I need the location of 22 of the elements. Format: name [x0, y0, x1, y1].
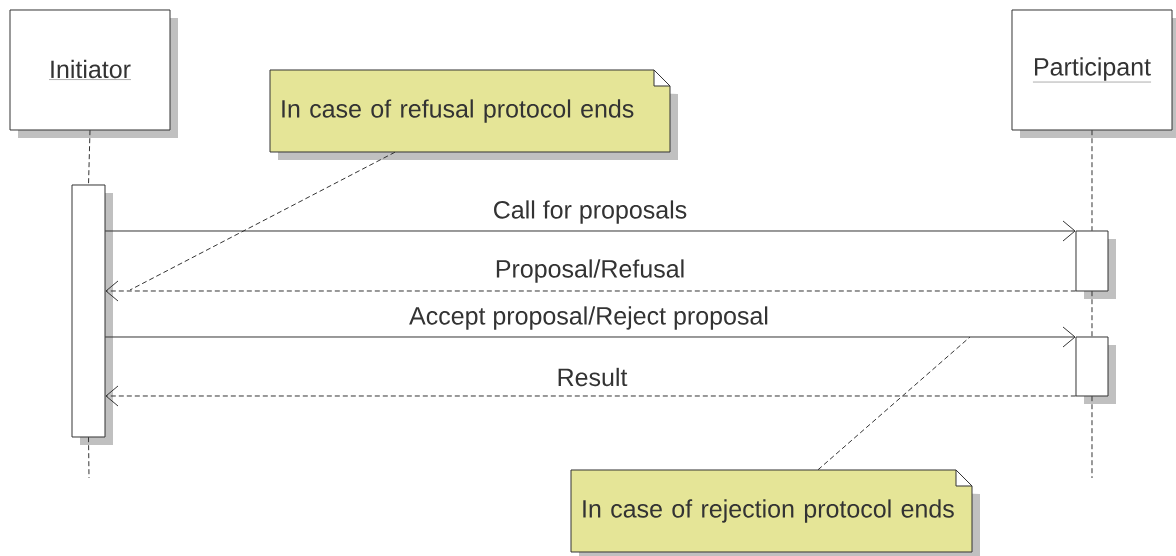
lifeline	[88, 129, 91, 186]
message-arrow	[105, 280, 1077, 302]
leader-line	[129, 151, 396, 291]
activation-bar	[71, 184, 113, 445]
lifeline	[1091, 129, 1093, 232]
note: In case of rejection protocol ends	[570, 469, 980, 556]
lifeline	[88, 436, 90, 479]
edge-label: Accept proposal/Reject proposal	[409, 306, 768, 330]
activation-bar	[1075, 230, 1116, 299]
edge-label: Result	[558, 367, 628, 387]
message-arrow	[105, 385, 1077, 407]
edge-label: Call for proposals	[494, 200, 687, 224]
lifeline	[1091, 290, 1093, 338]
activation-bar	[1075, 336, 1116, 404]
edge-label: Proposal/Refusal	[496, 259, 684, 283]
lifeline-box: Initiator	[9, 9, 178, 138]
message-arrow	[104, 326, 1076, 348]
lifeline	[1091, 395, 1093, 479]
message-arrow	[104, 220, 1076, 242]
lifeline-box: Participant	[1011, 9, 1176, 138]
leader-line	[817, 336, 971, 471]
note: In case of refusal protocol ends	[269, 69, 678, 160]
